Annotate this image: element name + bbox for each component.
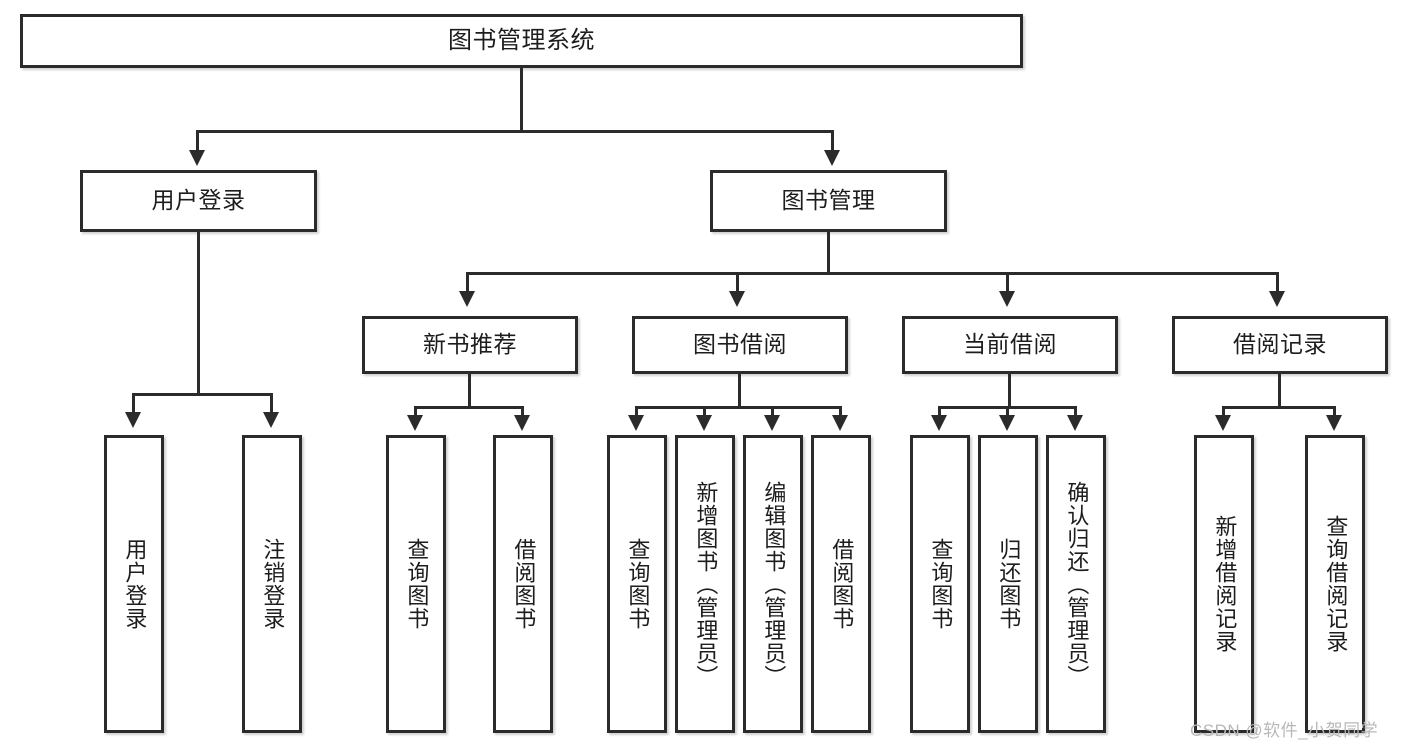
arrowhead-bb-leaf-1 xyxy=(628,415,644,431)
arrowhead-current-borrow xyxy=(999,291,1015,307)
edge-level3-bus xyxy=(466,272,1278,275)
edge-to-borrow-record xyxy=(1276,272,1279,294)
edge-to-book-borrow xyxy=(736,272,739,294)
edge-bb-leaf-4 xyxy=(839,406,842,420)
node-book-management-system[interactable]: 图书管理系统 xyxy=(20,14,1023,68)
leaf-user-login[interactable]: 用户登录 xyxy=(104,435,164,733)
leaf-label: 查询图书 xyxy=(928,538,954,630)
arrowhead-new-book-recommend xyxy=(459,291,475,307)
leaf-label: 查询图书 xyxy=(625,538,651,630)
leaf-query-book-borrow[interactable]: 查询图书 xyxy=(607,435,667,733)
edge-user-login-to-leaf-2 xyxy=(270,393,273,415)
edge-root-trunk xyxy=(520,68,523,132)
arrowhead-nbr-leaf-2 xyxy=(514,415,530,431)
arrowhead-bb-leaf-2 xyxy=(696,415,712,431)
leaf-borrow-book-recommend[interactable]: 借阅图书 xyxy=(493,435,553,733)
edge-borrow-record-bus xyxy=(1222,406,1336,409)
node-label: 新书推荐 xyxy=(423,331,517,358)
arrowhead-br-leaf-2 xyxy=(1326,415,1342,431)
arrowhead-cb-leaf-1 xyxy=(931,415,947,431)
edge-cb-leaf-3 xyxy=(1074,406,1077,420)
edge-user-login-to-leaf-1 xyxy=(132,393,135,415)
edge-br-leaf-1 xyxy=(1222,406,1225,420)
leaf-edit-book-admin[interactable]: 编辑图书（管理员） xyxy=(743,435,803,733)
node-label: 借阅记录 xyxy=(1233,331,1327,358)
arrowhead-br-leaf-1 xyxy=(1215,415,1231,431)
arrowhead-bb-leaf-3 xyxy=(764,415,780,431)
arrowhead-leaf-user-login xyxy=(125,412,141,428)
leaf-label: 借阅图书 xyxy=(511,538,537,630)
edge-new-book-recommend-bus xyxy=(414,406,524,409)
leaf-add-book-admin[interactable]: 新增图书（管理员） xyxy=(675,435,735,733)
leaf-return-book[interactable]: 归还图书 xyxy=(978,435,1038,733)
node-book-management[interactable]: 图书管理 xyxy=(710,170,947,232)
arrowhead-borrow-record xyxy=(1269,291,1285,307)
edge-current-borrow-trunk xyxy=(1008,374,1011,408)
edge-nbr-leaf-2 xyxy=(521,406,524,420)
edge-book-borrow-bus xyxy=(635,406,841,409)
edge-bb-leaf-1 xyxy=(635,406,638,420)
leaf-label: 编辑图书（管理员） xyxy=(761,480,787,688)
arrowhead-cb-leaf-3 xyxy=(1067,415,1083,431)
arrowhead-cb-leaf-2 xyxy=(999,415,1015,431)
node-new-book-recommend[interactable]: 新书推荐 xyxy=(362,316,578,374)
arrowhead-leaf-logout xyxy=(263,412,279,428)
edge-user-login-bus xyxy=(132,393,270,396)
leaf-query-book-recommend[interactable]: 查询图书 xyxy=(386,435,446,733)
edge-to-current-borrow xyxy=(1006,272,1009,294)
arrowhead-book-borrow xyxy=(729,291,745,307)
node-label: 图书管理 xyxy=(781,187,876,214)
node-borrow-record[interactable]: 借阅记录 xyxy=(1172,316,1388,374)
arrowhead-user-login xyxy=(189,150,205,166)
leaf-label: 归还图书 xyxy=(996,538,1022,630)
leaf-label: 查询图书 xyxy=(404,538,430,630)
leaf-label: 确认归还（管理员） xyxy=(1064,480,1090,688)
edge-user-login-trunk xyxy=(197,232,200,395)
node-current-borrow[interactable]: 当前借阅 xyxy=(902,316,1118,374)
edge-book-borrow-trunk xyxy=(738,374,741,408)
edge-borrow-record-trunk xyxy=(1278,374,1281,408)
leaf-label: 注销登录 xyxy=(260,538,286,630)
node-label: 图书借阅 xyxy=(693,331,787,358)
edge-to-new-book-recommend xyxy=(466,272,469,294)
edge-bb-leaf-3 xyxy=(771,406,774,420)
node-user-login[interactable]: 用户登录 xyxy=(80,170,317,232)
edge-root-to-user-login xyxy=(196,130,199,154)
leaf-query-book-current[interactable]: 查询图书 xyxy=(910,435,970,733)
arrowhead-nbr-leaf-1 xyxy=(407,415,423,431)
arrowhead-bb-leaf-4 xyxy=(832,415,848,431)
node-label: 当前借阅 xyxy=(963,331,1057,358)
edge-root-bus xyxy=(197,130,834,133)
edge-br-leaf-2 xyxy=(1333,406,1336,420)
leaf-label: 借阅图书 xyxy=(829,538,855,630)
leaf-confirm-return-admin[interactable]: 确认归还（管理员） xyxy=(1046,435,1106,733)
edge-root-to-book-management xyxy=(831,130,834,154)
edge-book-management-trunk xyxy=(827,232,830,274)
arrowhead-book-management xyxy=(824,150,840,166)
edge-new-book-recommend-trunk xyxy=(468,374,471,408)
edge-bb-leaf-2 xyxy=(703,406,706,420)
csdn-watermark: CSDN @软件_小贺同学 xyxy=(1190,721,1379,740)
leaf-label: 新增借阅记录 xyxy=(1212,515,1238,653)
node-label: 图书管理系统 xyxy=(448,26,595,54)
leaf-borrow-book[interactable]: 借阅图书 xyxy=(811,435,871,733)
leaf-label: 用户登录 xyxy=(122,538,148,630)
leaf-query-borrow-record[interactable]: 查询借阅记录 xyxy=(1305,435,1365,733)
edge-nbr-leaf-1 xyxy=(414,406,417,420)
leaf-label: 查询借阅记录 xyxy=(1323,515,1349,653)
leaf-add-borrow-record[interactable]: 新增借阅记录 xyxy=(1194,435,1254,733)
leaf-logout[interactable]: 注销登录 xyxy=(242,435,302,733)
edge-cb-leaf-2 xyxy=(1006,406,1009,420)
node-label: 用户登录 xyxy=(151,187,246,214)
node-book-borrow[interactable]: 图书借阅 xyxy=(632,316,848,374)
leaf-label: 新增图书（管理员） xyxy=(693,480,719,688)
edge-cb-leaf-1 xyxy=(938,406,941,420)
